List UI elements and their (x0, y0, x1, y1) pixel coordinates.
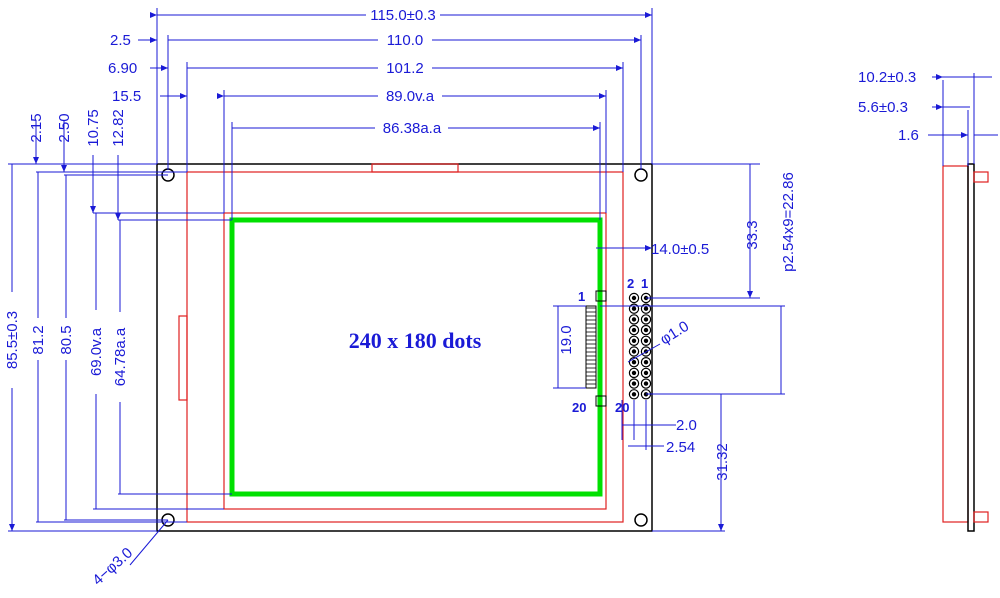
header-pin-hole (643, 381, 649, 386)
dim-mount-holes: 4−φ3.0 (89, 544, 136, 589)
side-header-bottom (973, 511, 989, 523)
dim-bezel-width: 101.2 (386, 60, 424, 77)
fpc-pin-first: 1 (578, 289, 585, 304)
fpc-pad-bottom (595, 395, 607, 407)
fpc-pad-top (595, 290, 607, 302)
header-pin-label-2: 2 (627, 276, 634, 291)
side-lcd-body (942, 165, 969, 523)
dim-hole-pitch-width: 110.0 (387, 32, 423, 49)
dim-module-thickness: 10.2±0.3 (858, 69, 916, 86)
dim-pcb-thickness: 1.6 (898, 127, 919, 144)
dim-lcd-thickness: 5.6±0.3 (858, 99, 908, 116)
header-pin-label-1: 1 (641, 276, 648, 291)
header-pin-hole (631, 338, 637, 343)
left-dimensions: 85.5±0.3 81.2 80.5 69.0v.a 64.78a.a 2.15… (4, 109, 232, 589)
dim-va-offset-x: 15.5 (112, 88, 141, 105)
side-pcb (967, 163, 975, 532)
dim-overall-height: 85.5±0.3 (4, 311, 21, 369)
side-view: 10.2±0.3 5.6±0.3 1.6 (858, 69, 998, 532)
viewing-area (223, 212, 607, 510)
header-pin-hole (643, 360, 649, 365)
side-header-top (973, 171, 989, 183)
header-pin-hole (643, 338, 649, 343)
header-pin-hole (643, 317, 649, 322)
header-pin-hole (631, 370, 637, 376)
header-pin-hole (631, 317, 637, 322)
header-pin-hole (631, 392, 637, 397)
dim-header-bottom: 31.32 (714, 443, 731, 481)
mount-hole-br (634, 513, 648, 527)
dim-bezel-height: 81.2 (30, 325, 47, 354)
dim-active-height: 64.78a.a (112, 327, 129, 386)
header-pin-hole (643, 370, 649, 376)
bezel-tab-top (371, 163, 459, 173)
mount-hole-tr (634, 168, 648, 182)
dim-overall-width: 115.0±0.3 (370, 7, 436, 24)
pin-header (628, 292, 652, 400)
header-pin-hole (631, 306, 637, 311)
dim-bezel-offset-x: 6.90 (108, 60, 137, 77)
header-pin-hole (631, 381, 637, 386)
dim-viewing-height: 69.0v.a (88, 327, 105, 376)
header-pin-hole (631, 349, 637, 354)
dim-viewing-width: 89.0v.a (386, 88, 435, 105)
dim-fpc-length: 19.0 (558, 325, 575, 354)
dim-header-offset: 2.0 (676, 417, 697, 434)
dim-hole-pitch-height: 80.5 (58, 325, 75, 354)
header-pin-hole (631, 295, 637, 301)
dim-hole-offset-y: 2.15 (28, 113, 45, 142)
header-pin-hole (631, 360, 637, 365)
fpc-pin-last: 20 (572, 400, 586, 415)
front-view: 240 x 180 dots 1 20 2 1 20 (156, 163, 653, 532)
dim-header-pitch: 2.54 (666, 439, 695, 456)
dim-va-offset-y: 10.75 (85, 109, 102, 147)
dim-active-width: 86.38a.a (383, 120, 442, 137)
resolution-label: 240 x 180 dots (349, 328, 482, 353)
fpc-connector: 1 20 (572, 289, 607, 415)
header-pin-hole (643, 306, 649, 311)
dim-aa-offset-y: 12.82 (110, 109, 127, 147)
dim-connector-from-edge: 14.0±0.5 (651, 241, 709, 258)
dim-pin-diameter: φ1.0 (657, 318, 692, 349)
dim-hole-offset-x: 2.5 (110, 32, 131, 49)
top-dimensions: 115.0±0.3 110.0 2.5 101.2 6.90 89.0v.a 1… (108, 7, 653, 220)
dim-pin-pitch-total: p2.54x9=22.86 (780, 172, 797, 272)
bezel-tab-left (178, 315, 188, 401)
header-pin-hole (631, 327, 637, 333)
dim-connector-top: 33.3 (744, 220, 761, 249)
connector-dimensions: 33.3 14.0±0.5 p2.54x9=22.86 19.0 φ1.0 2.… (553, 163, 797, 532)
dim-bezel-offset-y: 2.50 (56, 113, 73, 142)
header-pin-hole (643, 327, 649, 333)
active-area (229, 217, 603, 497)
